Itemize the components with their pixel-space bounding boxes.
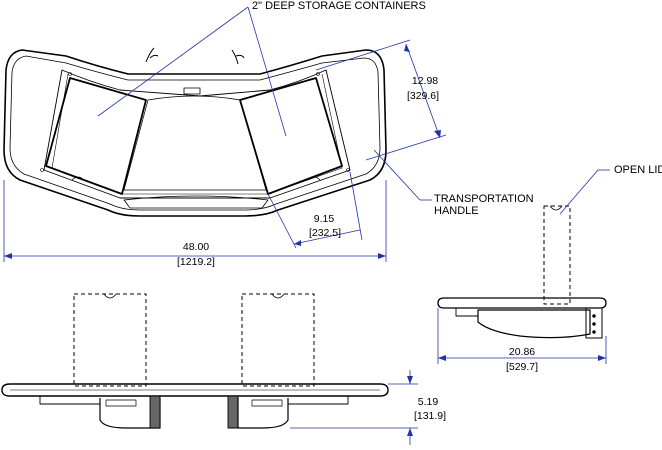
front-view-dimensions [290, 370, 418, 445]
dim-width-in: 48.00 [182, 241, 210, 253]
tray-top-view [3, 47, 387, 217]
callout-transportation: TRANSPORTATION [434, 193, 534, 205]
dim-width-mm: [1219.2] [177, 256, 215, 268]
top-view-dimensions [3, 6, 447, 262]
tray-side-view [437, 205, 607, 339]
dim-handle-in: 9.15 [313, 213, 335, 225]
callout-open-lid: OPEN LID [614, 164, 662, 176]
dim-depth-mm: [529.7] [505, 361, 539, 373]
dim-height-mm: [329.6] [406, 90, 440, 102]
tray-front-view [1, 293, 389, 429]
dim-handle-mm: [232.5] [308, 227, 342, 239]
side-view-dimensions [437, 169, 610, 364]
dim-depth-in: 20.86 [508, 346, 536, 358]
dim-height-in: 12.98 [411, 75, 439, 87]
callout-handle: HANDLE [434, 205, 479, 217]
callout-storage-containers: 2" DEEP STORAGE CONTAINERS [252, 0, 426, 12]
dim-side-mm: [131.9] [413, 410, 447, 422]
dim-side-in: 5.19 [417, 396, 439, 408]
